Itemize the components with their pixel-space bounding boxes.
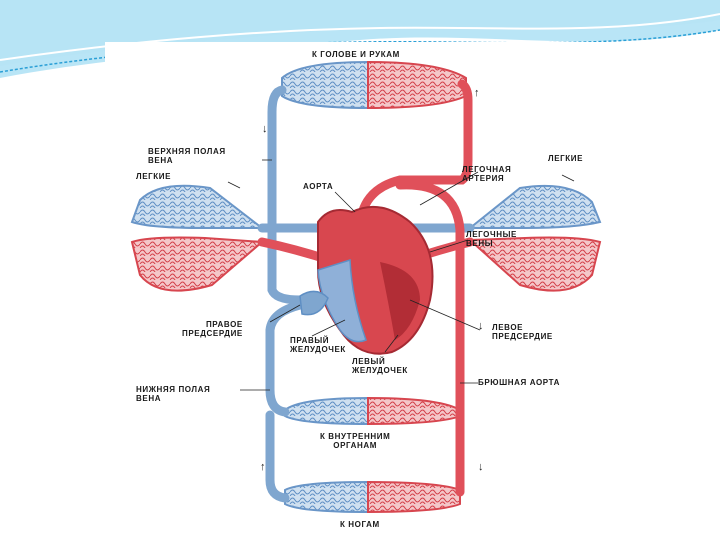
- label-lungs-right: ЛЕГКИЕ: [548, 154, 584, 163]
- capillary-bed-legs: [284, 480, 461, 514]
- capillary-bed-right-lung: [467, 184, 602, 292]
- abdominal-aorta-vessel: [395, 180, 465, 415]
- leader-aorta: [334, 191, 356, 213]
- inferior-vena-cava-vessel: [265, 300, 305, 417]
- leader-left-atrium: [409, 299, 481, 331]
- leader-lines: [227, 159, 575, 391]
- leader-right-ventricle: [311, 319, 346, 337]
- label-to-legs: К НОГАМ: [340, 520, 380, 529]
- label-abdominal-aorta: БРЮШНАЯ АОРТА: [478, 378, 560, 387]
- right-atrium-shape: [299, 290, 329, 316]
- leader-pulmonary-veins: [429, 239, 469, 253]
- leg-vein-vessel: [265, 410, 290, 503]
- arrow-up-icon: ↑: [260, 461, 266, 473]
- leader-pulmonary-artery: [419, 171, 479, 206]
- leader-right-atrium: [269, 304, 301, 323]
- label-aorta: АОРТА: [303, 182, 334, 191]
- aortic-arch-vessel: [355, 79, 473, 235]
- label-lungs-left: ЛЕГКИЕ: [136, 172, 172, 181]
- capillary-bed-left-lung: [130, 184, 265, 292]
- arrow-up-icon: ↑: [474, 87, 480, 99]
- label-to-head-arms: К ГОЛОВЕ И РУКАМ: [312, 50, 400, 59]
- arrow-down-icon: ↓: [262, 123, 268, 135]
- leader-lungs-left: [227, 181, 241, 189]
- left-ventricle-shape: [380, 262, 420, 340]
- heart: [299, 205, 434, 355]
- superior-vena-cava-vessel: [267, 85, 305, 305]
- leader-lungs-right: [561, 174, 575, 182]
- capillary-bed-head: [281, 60, 467, 110]
- leader-left-ventricle: [384, 334, 399, 353]
- arrow-down-icon: ↓: [478, 320, 484, 332]
- header-wave-light: [0, 0, 720, 66]
- arrow-down-icon: ↓: [478, 461, 484, 473]
- capillary-bed-internal-organs: [284, 396, 461, 426]
